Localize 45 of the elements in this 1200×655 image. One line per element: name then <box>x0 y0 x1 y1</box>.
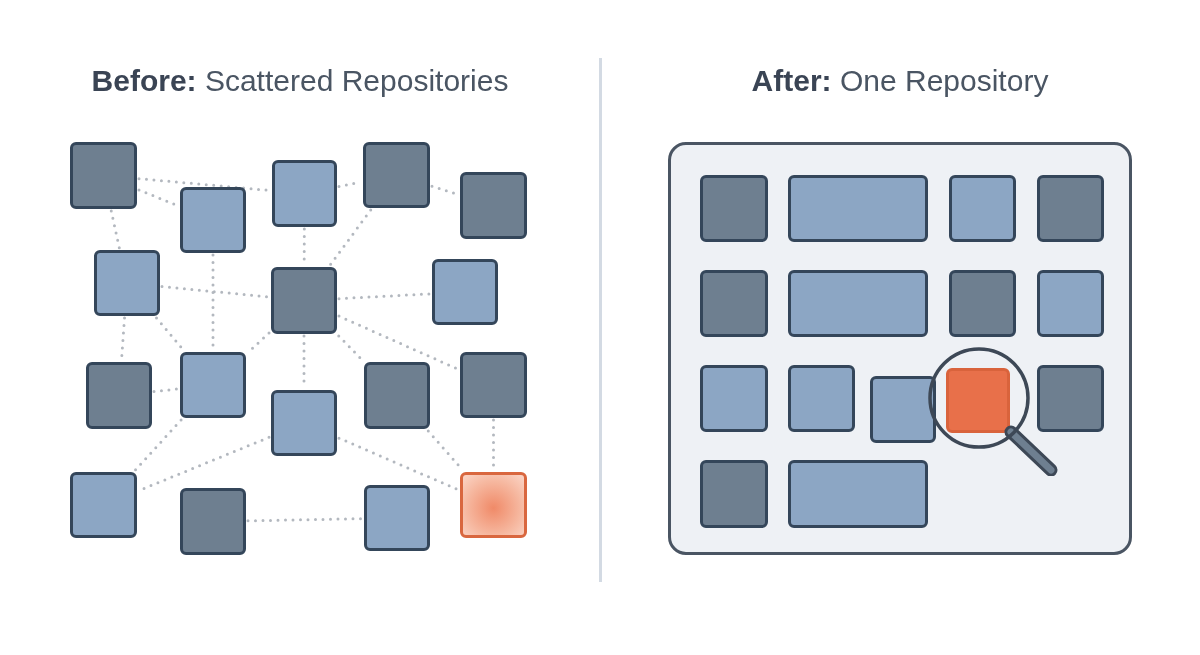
dotted-link <box>133 418 183 472</box>
repository-box <box>700 460 768 528</box>
panel-heading: After: One Repository <box>751 64 1049 98</box>
panel-heading: Before: Scattered Repositories <box>91 64 509 98</box>
repository-box <box>70 142 137 209</box>
dotted-link <box>152 387 180 394</box>
repository-box <box>700 270 768 337</box>
dotted-link <box>246 517 364 523</box>
repository-box <box>70 472 137 538</box>
repository-box <box>949 175 1016 242</box>
repository-box <box>272 160 337 227</box>
repository-box <box>86 362 152 429</box>
repository-box <box>949 270 1016 337</box>
repository-box <box>700 365 768 432</box>
repository-box <box>788 460 928 528</box>
repository-box <box>700 175 768 242</box>
dotted-link <box>337 314 460 371</box>
repository-box <box>460 172 527 239</box>
repository-box <box>364 362 430 429</box>
repository-box <box>94 250 160 316</box>
dotted-link <box>337 292 432 301</box>
repository-box <box>946 368 1010 433</box>
repository-box <box>180 488 246 555</box>
repository-box <box>432 259 498 325</box>
dotted-link <box>160 284 271 299</box>
repository-box <box>271 390 337 456</box>
dotted-link <box>328 208 373 267</box>
repository-box <box>271 267 337 334</box>
repository-box <box>460 472 527 538</box>
repository-box <box>1037 270 1104 337</box>
repository-box <box>1037 175 1104 242</box>
dotted-link <box>109 209 121 250</box>
repository-box <box>460 352 527 418</box>
dotted-link <box>337 436 460 492</box>
repository-box <box>870 376 936 443</box>
repository-box <box>788 365 855 432</box>
repository-box <box>364 485 430 551</box>
repository-box <box>788 175 928 242</box>
repository-panel <box>668 142 1132 555</box>
repository-box <box>180 352 246 418</box>
repository-box <box>788 270 928 337</box>
dotted-link <box>337 334 364 362</box>
repository-box <box>1037 365 1104 432</box>
repository-box <box>180 187 246 253</box>
repository-box <box>363 142 430 208</box>
